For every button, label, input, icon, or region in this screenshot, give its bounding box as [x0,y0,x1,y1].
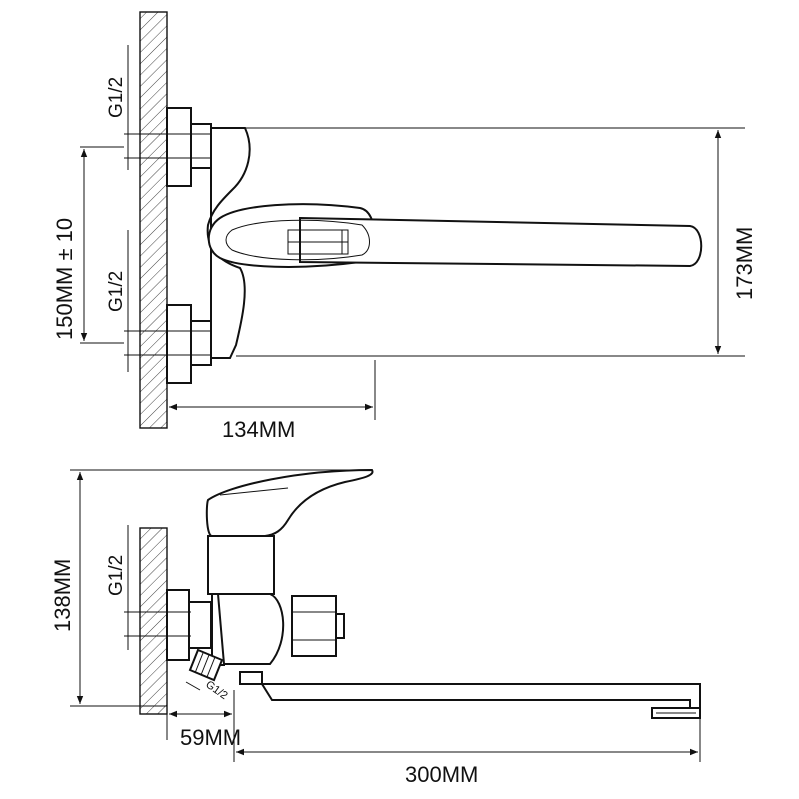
upper-connection [124,45,212,187]
lower-connection [124,230,212,384]
label-thread-lower: G1/2 [106,271,127,312]
top-view: G1/2 G1/2 150MM ± 10 173MM 134MM [52,11,757,442]
lever-side [205,468,374,537]
label-thread-wall: G1/2 [106,555,127,596]
wall-section-side [139,527,168,715]
label-dim-spout: 300MM [405,762,478,787]
label-dim-spacing: 150MM ± 10 [52,218,77,340]
mixer-body-top [206,127,703,359]
side-view: G1/2 G1/2 138MM 59MM 300MM [50,468,701,787]
diverter-knob [291,595,345,657]
label-dim-depth: 134MM [222,417,295,442]
wall-section-top [139,11,168,429]
hose-outlet [185,648,224,691]
label-dim-height-side: 138MM [50,559,75,632]
label-thread-outlet: G1/2 [203,679,229,703]
label-thread-upper: G1/2 [106,77,127,118]
label-dim-height-top: 173MM [732,227,757,300]
wall-connection-side [124,525,212,661]
cartridge-body-side [207,535,275,595]
spout-side [239,671,701,719]
label-dim-offset: 59MM [180,725,241,750]
